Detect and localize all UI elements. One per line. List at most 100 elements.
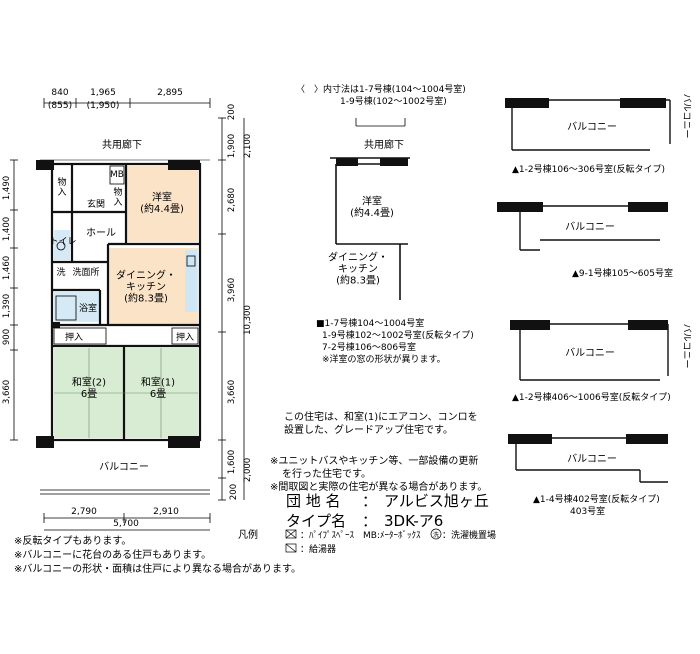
- balcony-label: バルコニー: [99, 461, 149, 473]
- type-colon: ：: [362, 512, 377, 530]
- dim-right-4: 2,680: [227, 188, 237, 212]
- upgrade-note-2: 設置した、グレードアップ住宅です。: [284, 423, 453, 436]
- variant-wall-posts: [336, 158, 408, 166]
- washitsu1-label: 和室(1)6畳: [141, 375, 175, 400]
- balcony-variant-1-side: バルコニー: [681, 94, 692, 139]
- variant-youshitsu-label: 洋室(約4.4畳): [350, 194, 394, 219]
- dim-top-3: 2,895: [157, 88, 183, 98]
- dim-left-6: 3,660: [2, 380, 12, 404]
- bath-fill: [54, 292, 100, 322]
- dim-right-10: 200: [229, 484, 239, 500]
- balcony-variant-2-caption: ▲9-1号棟105～605号室: [572, 267, 673, 279]
- dim-left-3: 1,460: [2, 256, 12, 280]
- balcony-variant-2: バルコニー ▲9-1号棟105～605号室: [497, 202, 673, 279]
- type-value: 3DK-ア6: [384, 512, 443, 530]
- balcony-variant-3-label: バルコニー: [565, 347, 615, 359]
- toilet-fill: [54, 230, 70, 260]
- legend-item1: ：ﾊﾟｲﾌﾟｽﾍﾟｰｽ MB:ﾒｰﾀｰﾎﾞｯｸｽ: [300, 530, 421, 541]
- kitchen-counter: [185, 250, 197, 312]
- top-dimension-line: [43, 98, 211, 108]
- dim-bottom-2: 2,910: [153, 507, 179, 517]
- legend-title: 凡例: [238, 528, 258, 541]
- hall-label: ホール: [86, 227, 116, 239]
- footer-note-1: ※反転タイプもあります。: [14, 535, 131, 547]
- dim-top-alt-2: (1,950): [87, 101, 120, 111]
- dim-top-2: 1,965: [90, 88, 116, 98]
- legend-item2: ：洗濯機置場: [442, 529, 496, 541]
- top-note-line2: 1-9号棟(102～1002号室): [340, 95, 447, 107]
- variant-note-1: ■1-7号棟104～1004号室: [316, 317, 424, 329]
- dim-right-8: 1,600: [227, 450, 237, 474]
- dim-left-1: 1,490: [2, 176, 12, 200]
- wall-posts: [36, 160, 200, 448]
- dim-top-1: 840: [51, 88, 68, 98]
- oshiire-left-label: 押入: [65, 331, 83, 343]
- bottom-dimension-line: [43, 513, 211, 531]
- balcony-variant-4: バルコニー ▲1-4号棟402号室(反転タイプ) 403号室: [508, 434, 668, 517]
- upgrade-note-1: この住宅は、和室(1)にエアコン、コンロを: [284, 410, 478, 423]
- storage2-label: 物入: [113, 186, 122, 208]
- renovation-note-3: ※間取図と実際の住宅が異なる場合があります。: [270, 480, 487, 493]
- balcony-variant-2-label: バルコニー: [565, 221, 615, 233]
- variant-corridor-sketch: [355, 118, 406, 127]
- laundry-mark: 洗: [56, 266, 65, 278]
- footer-note-3: ※バルコニーの形状・面積は住戸により異なる場合があります。: [14, 562, 301, 575]
- corridor-label: 共用廊下: [102, 138, 142, 151]
- renovation-note-1: ※ユニットバスやキッチン等、一部設備の更新: [270, 454, 478, 467]
- balcony-variant-3-side: バルコニー: [681, 324, 692, 369]
- dining-label: ダイニング・キッチン(約8.3畳): [116, 269, 176, 305]
- danchi-key: 団 地 名: [286, 492, 341, 510]
- variant-corridor-label: 共用廊下: [364, 138, 404, 151]
- danchi-colon: ：: [362, 492, 377, 510]
- balcony-variant-1-label: バルコニー: [567, 121, 617, 133]
- dim-right-2: 1,900: [227, 134, 237, 158]
- mb-label: MB: [110, 170, 124, 180]
- renovation-note-2: を行った住宅です。: [282, 467, 371, 480]
- toilet-label: トイレ: [49, 237, 76, 247]
- variant-note-2: 1-9号棟102～1002号室(反転タイプ): [322, 329, 474, 341]
- legend-item3: ：給湯器: [300, 543, 336, 555]
- variant-note-3: 7-2号棟106～806号室: [322, 341, 416, 353]
- balcony-variant-4-caption: ▲1-4号棟402号室(反転タイプ): [533, 493, 660, 505]
- fixtures: [53, 165, 199, 345]
- washroom-label: 洗面所: [72, 266, 99, 278]
- dim-right-1: 200: [227, 104, 237, 120]
- dim-left-5: 900: [2, 329, 12, 345]
- balcony-variant-1: バルコニー バルコニー ▲1-2号棟106～306号室(反転タイプ): [505, 94, 692, 175]
- balcony-variant-3-caption: ▲1-2号棟406～1006号室(反転タイプ): [512, 391, 671, 403]
- variant-dining-label: ダイニング・キッチン(約8.3畳): [328, 251, 388, 287]
- dim-bottom-1: 2,790: [71, 507, 97, 517]
- tatami-lines: [54, 348, 198, 438]
- dim-right-3: 2,100: [243, 134, 253, 158]
- type-key: タイプ名: [286, 512, 346, 530]
- laundry-legend-icon: [430, 528, 442, 540]
- footer-note-2: ※バルコニーに花台のある住戸もあります。: [14, 548, 211, 561]
- balcony-variant-4-caption2: 403号室: [570, 505, 605, 517]
- top-note-line1: 〈 〉内寸法は1-7号棟(104～1004号室): [296, 83, 466, 95]
- danchi-value: アルビス旭ヶ丘: [384, 492, 489, 510]
- dim-right-6: 10,300: [243, 305, 253, 335]
- balcony-variant-3: バルコニー バルコニー ▲1-2号棟406～1006号室(反転タイプ): [510, 320, 692, 403]
- dim-bottom-total: 5,700: [113, 519, 139, 529]
- balcony-variant-4-label: バルコニー: [567, 453, 617, 465]
- washitsu2-label: 和室(2)6畳: [72, 375, 106, 400]
- dining-fill: [108, 248, 198, 324]
- dim-left-4: 1,390: [2, 294, 12, 318]
- dim-left-2: 1,400: [2, 217, 12, 241]
- dim-top-alt-1: (855): [48, 101, 72, 111]
- dim-right-7: 3,660: [227, 380, 237, 404]
- dim-right-5: 3,960: [227, 278, 237, 302]
- bath-label: 浴室: [79, 302, 97, 314]
- legend-laundry-mark: 洗: [433, 531, 439, 539]
- storage1-label: 物入: [57, 176, 66, 198]
- genkan-label: 玄関: [87, 198, 105, 210]
- balcony-outline: [40, 489, 210, 495]
- youshitsu-label: 洋室(約4.4畳): [140, 190, 184, 215]
- variant-note-4: ※洋室の窓の形状が異ります。: [322, 353, 446, 365]
- balcony-variant-1-caption: ▲1-2号棟106～306号室(反転タイプ): [512, 163, 665, 175]
- dim-right-9: 2,000: [243, 458, 253, 482]
- left-dimension-line: [10, 159, 18, 441]
- oshiire-right-label: 押入: [176, 331, 194, 343]
- legend-pipe-space-icon: [285, 529, 297, 553]
